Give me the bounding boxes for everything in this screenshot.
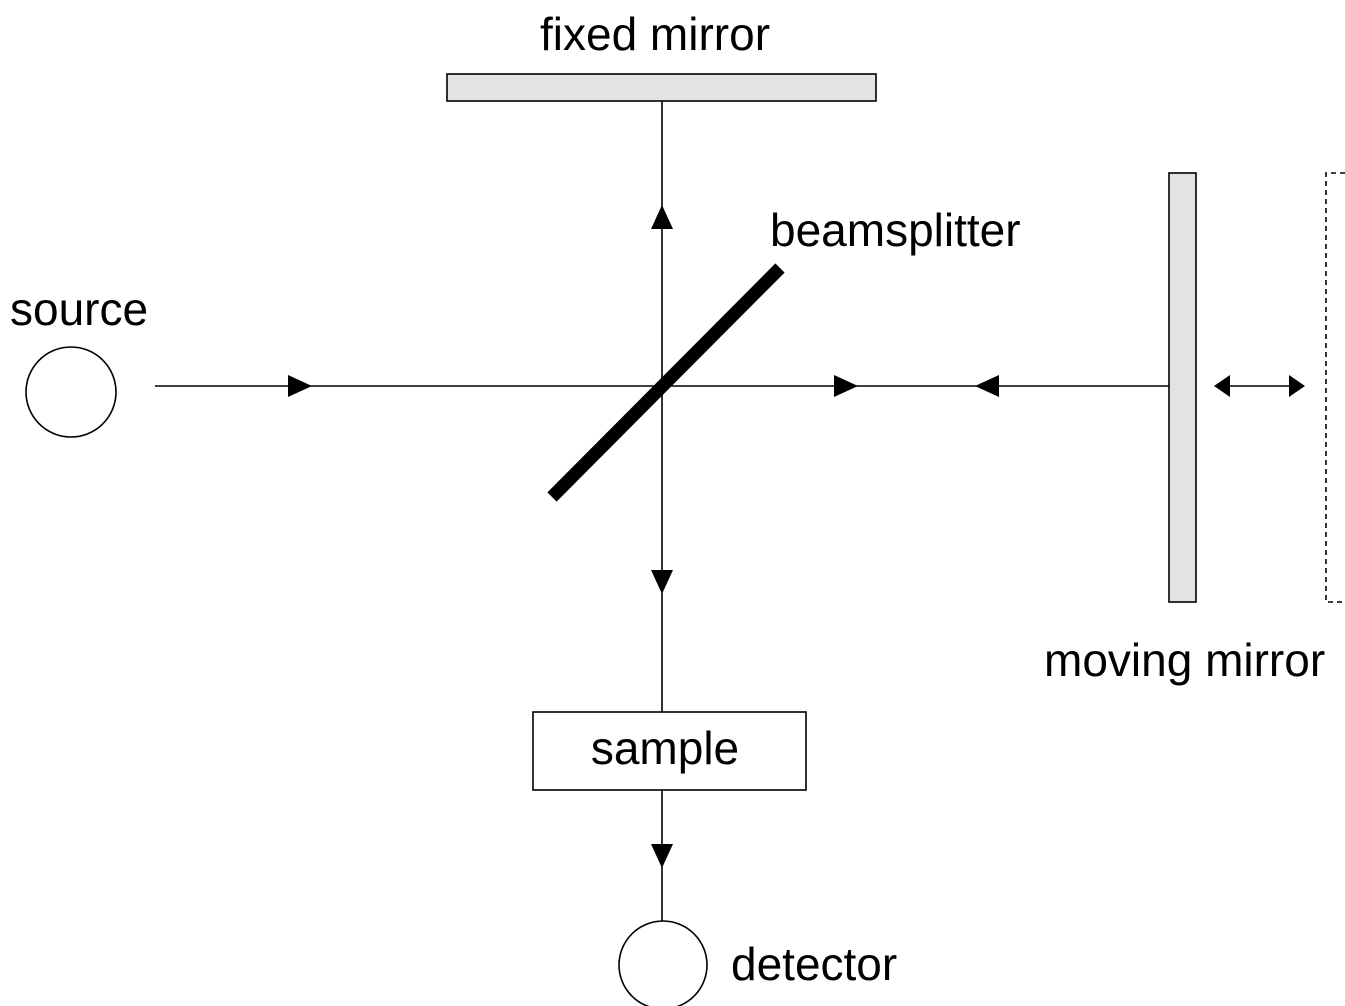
source-circle (25, 346, 117, 438)
detector-circle (618, 920, 708, 1006)
beamsplitter-label: beamsplitter (770, 204, 1021, 256)
arrow-left-from-moving-mirror (975, 375, 999, 397)
detector-label: detector (731, 938, 897, 990)
moving-mirror-displaced-position (1325, 172, 1345, 603)
source-label: source (10, 283, 148, 335)
arrow-right-to-moving-mirror (834, 375, 858, 397)
motion-arrowhead-right (1289, 375, 1305, 397)
motion-arrowhead-left (1214, 375, 1230, 397)
fixed-mirror (446, 73, 877, 102)
sample-box (532, 711, 807, 791)
arrow-down-to-detector (651, 844, 673, 868)
arrow-up-to-fixed-mirror (651, 205, 673, 229)
sample-label: sample (591, 722, 739, 774)
arrow-right-from-source (288, 375, 312, 397)
fixed-mirror-label: fixed mirror (540, 8, 770, 60)
arrow-down-from-splitter (651, 570, 673, 594)
beamsplitter (547, 263, 785, 502)
moving-mirror (1168, 172, 1197, 603)
moving-mirror-label: moving mirror (1044, 634, 1325, 686)
